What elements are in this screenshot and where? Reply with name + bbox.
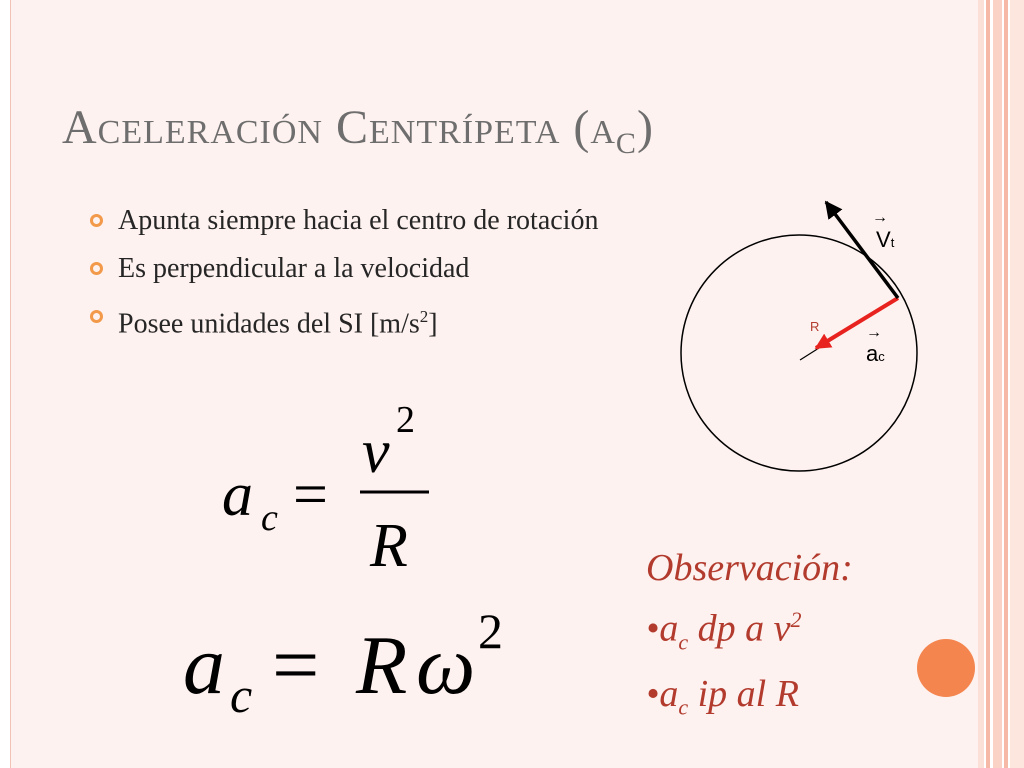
bullet-ring-icon: [90, 214, 103, 227]
formula2-lhs-sub: c: [230, 667, 252, 723]
decorative-stripe: [1010, 0, 1024, 768]
decorative-stripe: [1004, 0, 1008, 768]
formula2-omega: ω: [416, 619, 475, 712]
velocity-vector: [824, 200, 900, 300]
decorative-stripe: [978, 0, 984, 768]
bullet-superscript: 2: [419, 307, 429, 326]
formula1-lhs-sub: c: [261, 497, 278, 539]
accel-arrow-symbol: →: [866, 324, 882, 341]
formula2-lhs: a: [183, 619, 225, 712]
formula2-exponent: 2: [478, 603, 503, 659]
decorative-orange-dot: [917, 639, 975, 697]
formula1-lhs: a: [222, 461, 253, 529]
bullet-text: Es perpendicular a la velocidad: [118, 253, 470, 284]
slide-frame: [10, 0, 980, 768]
velocity-arrow-symbol: →: [872, 209, 888, 226]
bullet-text-end: ]: [428, 308, 438, 340]
formula2-rhs: R: [355, 619, 407, 712]
bullet-ring-icon: [90, 310, 103, 323]
formula1-numerator: v: [362, 418, 390, 486]
bullet-item: Apunta siempre hacia el centro de rotaci…: [90, 204, 670, 238]
formula1-exponent: 2: [396, 399, 415, 441]
formula1-equals: =: [293, 461, 328, 529]
acceleration-vector: [814, 296, 900, 350]
bullet-item: Posee unidades del SI [m/s2]: [90, 300, 670, 341]
title-subscript: C: [615, 127, 637, 160]
observation-heading: Observación:: [646, 547, 853, 589]
decorative-stripe: [986, 0, 990, 768]
bullet-text: Posee unidades del SI [m/s: [118, 308, 420, 340]
observation-line-1: •ac dp a v2: [646, 607, 802, 655]
formula-centripetal-velocity: a c = v 2 R: [222, 399, 429, 580]
observation-box: Observación: •ac dp a v2 •ac ip al R: [646, 542, 966, 734]
slide-title: Aceleración Centrípeta (aC): [62, 100, 654, 161]
decorative-stripe: [993, 0, 1002, 768]
velocity-label: Vt: [876, 227, 895, 252]
formula-centripetal-omega: a c = R ω 2: [183, 603, 503, 723]
observation-line-2: •ac ip al R: [646, 673, 799, 720]
orbit-circle: [680, 234, 918, 472]
radius-label: R: [810, 319, 819, 334]
bullet-list: Apunta siempre hacia el centro de rotaci…: [90, 204, 670, 355]
bullet-item: Es perpendicular a la velocidad: [90, 252, 670, 286]
accel-label: ac: [866, 341, 885, 366]
formula1-denominator: R: [369, 512, 408, 580]
bullet-text: Apunta siempre hacia el centro de rotaci…: [118, 205, 599, 236]
bullet-ring-icon: [90, 262, 103, 275]
title-close: ): [636, 101, 654, 154]
title-text: Aceleración Centrípeta (a: [62, 101, 616, 154]
formula2-equals: =: [272, 619, 319, 712]
